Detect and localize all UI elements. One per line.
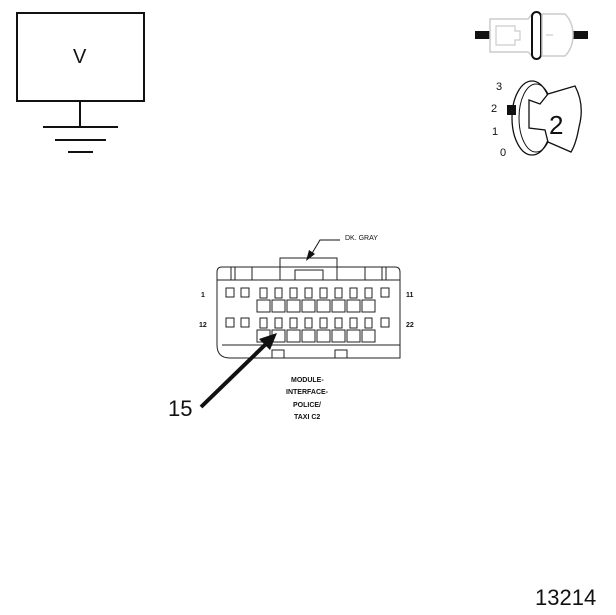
ignition-key-label: 2	[549, 110, 564, 140]
pin-label-1: 1	[201, 292, 205, 299]
voltmeter-label: V	[73, 46, 87, 68]
ignition-position-2: 2	[491, 103, 498, 115]
ignition-position-0: 0	[500, 147, 507, 159]
connector-face	[216, 257, 401, 359]
connector-name-line-2: INTERFACE-	[286, 389, 328, 396]
disconnected-connector-icon	[475, 11, 588, 60]
connector-name-line-1: MODULE-	[291, 377, 324, 384]
ignition-position-1: 1	[492, 126, 499, 138]
connector-name-line-3: POLICE/	[293, 402, 322, 409]
connector-name-line-4: TAXI C2	[294, 414, 321, 421]
wire-color-label: DK. GRAY	[345, 235, 378, 242]
figure-id: 13214	[535, 585, 597, 610]
pin-callout-arrow	[199, 333, 277, 409]
pin-callout-label: 15	[168, 396, 193, 421]
pin-label-11: 11	[406, 292, 414, 299]
pin-label-22: 22	[406, 322, 414, 329]
voltmeter-icon	[16, 12, 145, 153]
pin-label-12: 12	[199, 322, 207, 329]
ignition-position-3: 3	[496, 81, 503, 93]
ignition-key-icon	[507, 80, 582, 156]
wire-color-leader	[306, 239, 340, 261]
